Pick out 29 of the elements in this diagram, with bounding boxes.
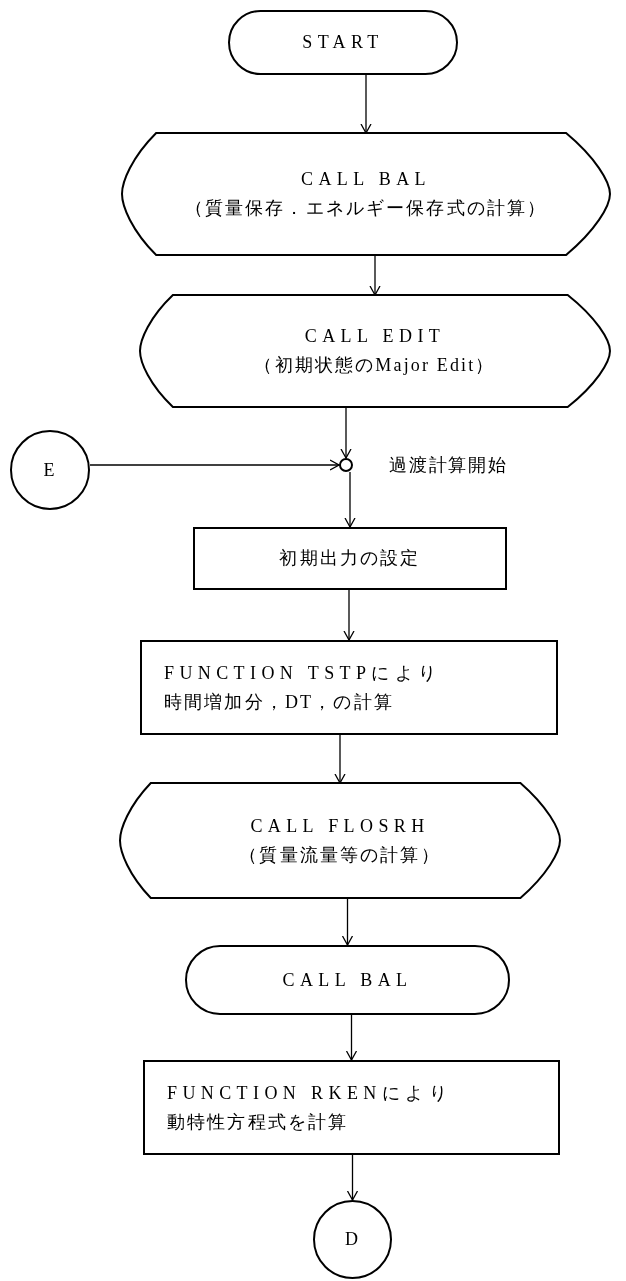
arrow xyxy=(345,1014,358,1061)
node-text: START xyxy=(302,31,384,55)
arrow xyxy=(334,734,346,784)
node-text: CALL EDIT xyxy=(304,325,446,349)
arrow xyxy=(341,897,354,946)
node-text: FUNCTION TSTPにより xyxy=(164,661,442,685)
node-text: （初期状態のMajor Edit） xyxy=(254,354,496,377)
process-box xyxy=(140,640,558,735)
arrow xyxy=(369,254,381,296)
arrow xyxy=(89,459,340,471)
arrow xyxy=(346,1154,359,1201)
arrow xyxy=(343,589,355,641)
node-text: CALL BAL xyxy=(282,968,413,992)
process-box xyxy=(193,527,507,590)
node-text: 動特性方程式を計算 xyxy=(167,1110,349,1134)
node-text: 時間増加分，DT，の計算 xyxy=(164,690,394,714)
node-caption: 過渡計算開始 xyxy=(389,454,508,477)
node-text: FUNCTION RKENにより xyxy=(167,1081,452,1105)
node-text: E xyxy=(43,458,57,482)
arrow xyxy=(340,406,352,459)
node-text: （質量保存．エネルギー保存式の計算） xyxy=(184,197,548,220)
arrow xyxy=(360,74,372,134)
node-text: 初期出力の設定 xyxy=(279,547,421,571)
node-text: CALL BAL xyxy=(301,168,431,192)
node-text: D xyxy=(344,1228,361,1252)
node-text: （質量流量等の計算） xyxy=(239,843,441,867)
process-box xyxy=(143,1060,560,1155)
arrow xyxy=(344,471,356,528)
node-text: CALL FLOSRH xyxy=(250,814,430,838)
